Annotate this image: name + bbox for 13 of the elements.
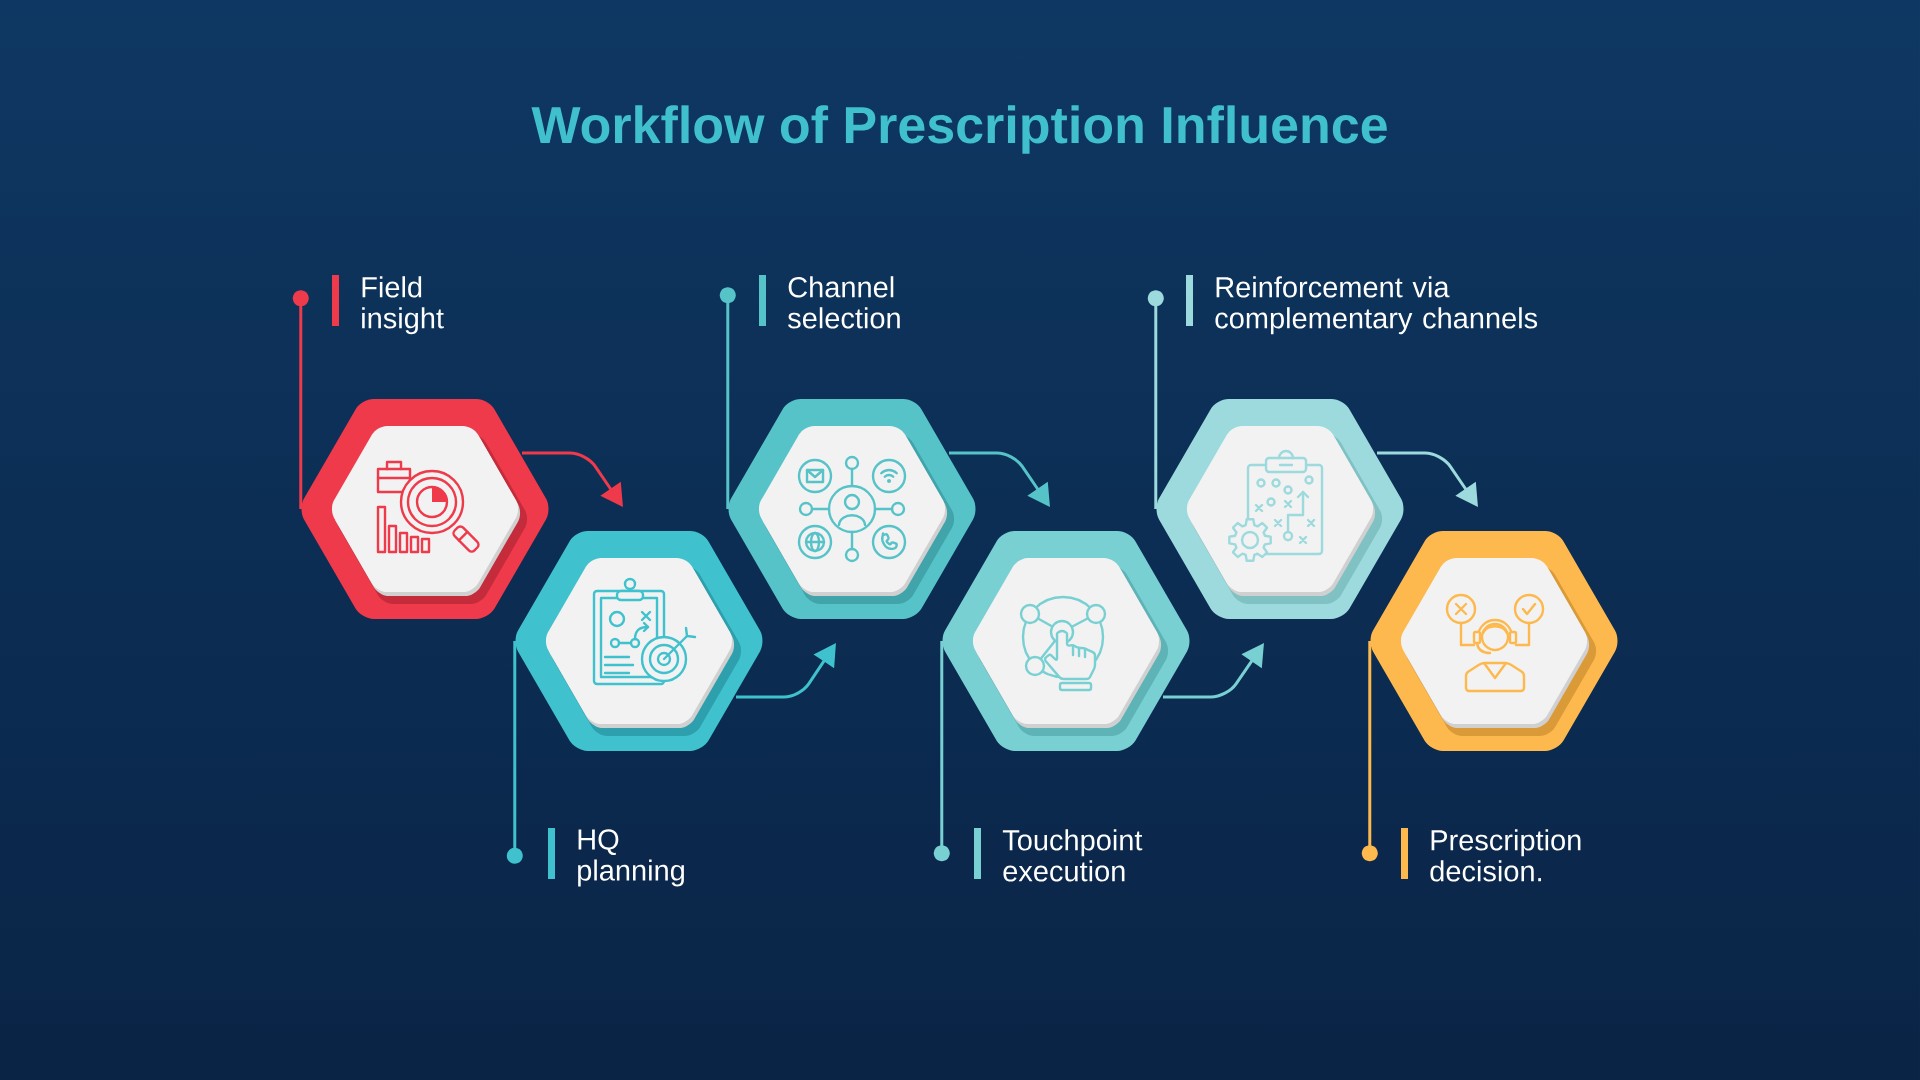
leader-line [719, 287, 736, 509]
step-label: Touchpoint execution [974, 828, 1143, 882]
step-label: HQ planning [548, 828, 684, 887]
leader-line [506, 641, 523, 864]
leader-line [1361, 641, 1378, 862]
leader-line [1147, 290, 1164, 509]
step-label: Prescription decision. [1401, 828, 1581, 882]
leader-line [933, 641, 950, 862]
title: Workflow of Prescription Influence [531, 105, 1387, 154]
step-label: Reinforcement via complementary channels [1186, 275, 1538, 335]
step-label: Channel selection [759, 275, 900, 329]
step-label: Field insight [332, 275, 444, 335]
leader-line [292, 290, 309, 509]
